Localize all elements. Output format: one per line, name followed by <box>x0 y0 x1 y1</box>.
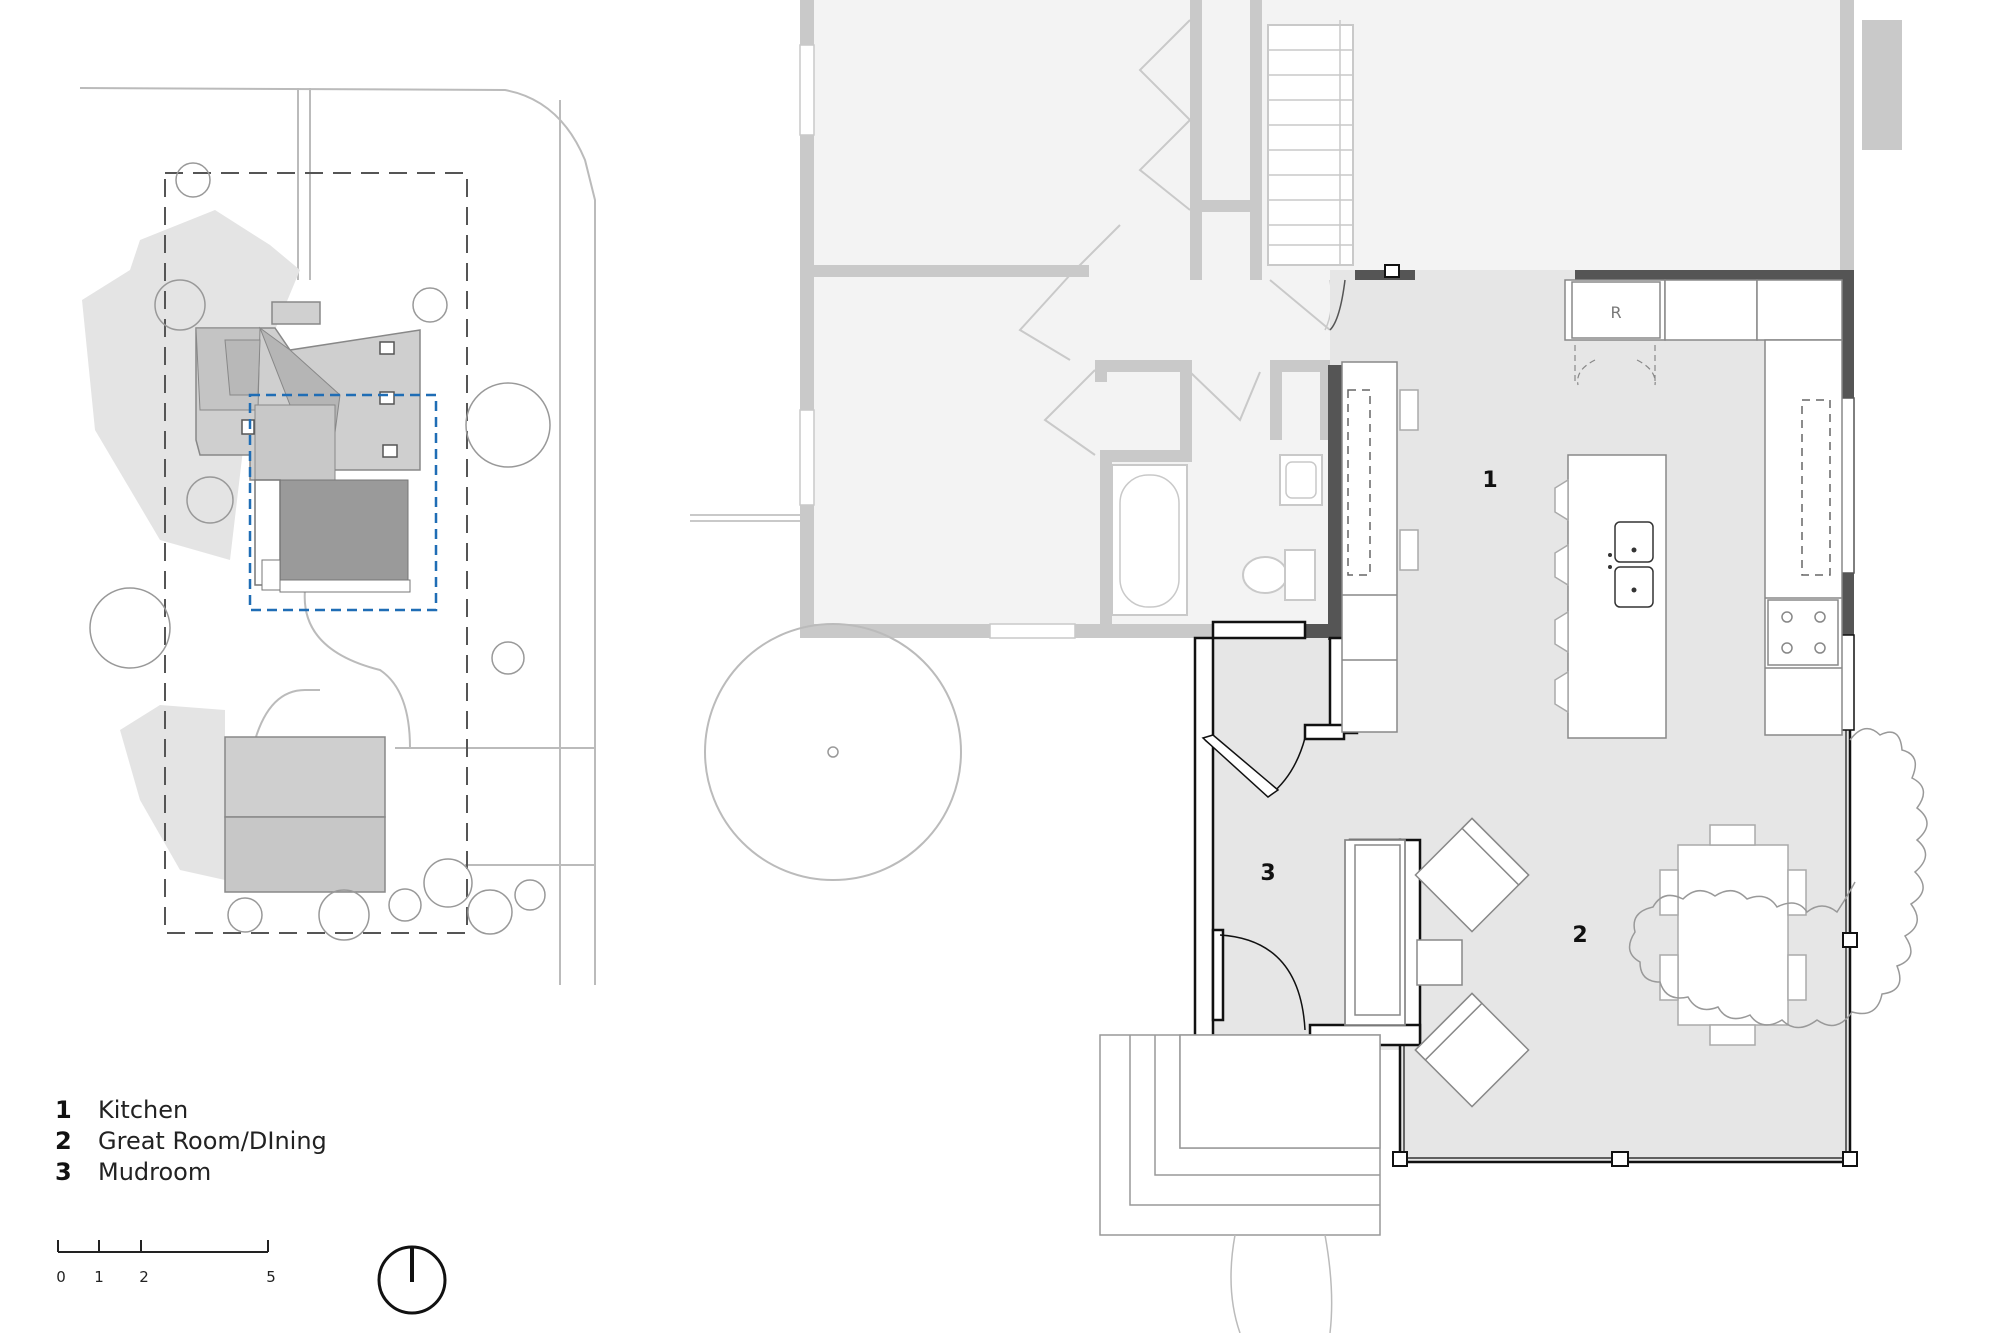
house-roof <box>195 301 421 593</box>
site-trees <box>89 162 551 941</box>
addition-highlight <box>248 393 438 612</box>
room-number-mudroom: 3 <box>1260 861 1275 886</box>
room-number-kitchen: 1 <box>1482 468 1497 493</box>
new-addition-plan: R <box>1099 264 1928 1333</box>
scale-bar-icon: 0 1 2 5 <box>56 1240 276 1286</box>
entry-steps <box>1099 1034 1381 1236</box>
shrub-hedge <box>1628 727 1928 1029</box>
refrigerator-label: R <box>1610 303 1621 322</box>
legend-number-1: 1 <box>55 1096 72 1124</box>
legend-number-2: 2 <box>55 1127 72 1155</box>
garage-shadow <box>120 705 225 880</box>
dining-table <box>1659 824 1807 1046</box>
refrigerator: R <box>1571 281 1661 386</box>
garage-roof <box>224 736 386 893</box>
scale-tick-5: 5 <box>266 1268 276 1286</box>
legend-label-kitchen: Kitchen <box>98 1096 188 1124</box>
legend-number-3: 3 <box>55 1158 72 1186</box>
tree <box>704 623 962 881</box>
scale-tick-2: 2 <box>139 1268 149 1286</box>
site-plan <box>79 87 596 985</box>
room-legend: 1 Kitchen 2 Great Room/DIning 3 Mudroom <box>55 1096 327 1186</box>
scale-tick-1: 1 <box>94 1268 104 1286</box>
scale-tick-0: 0 <box>56 1268 66 1286</box>
room-number-great-room: 2 <box>1572 923 1587 948</box>
counter-stools <box>1399 389 1419 571</box>
north-arrow-icon <box>377 1245 447 1315</box>
property-line <box>164 172 468 934</box>
living-furniture <box>1344 817 1530 1108</box>
cooktop <box>1767 599 1839 666</box>
toilet <box>1242 556 1288 594</box>
house-shadow <box>82 210 300 560</box>
legend-label-great-room: Great Room/DIning <box>98 1127 327 1155</box>
kitchen-island <box>1554 454 1667 739</box>
legend-label-mudroom: Mudroom <box>98 1158 211 1186</box>
